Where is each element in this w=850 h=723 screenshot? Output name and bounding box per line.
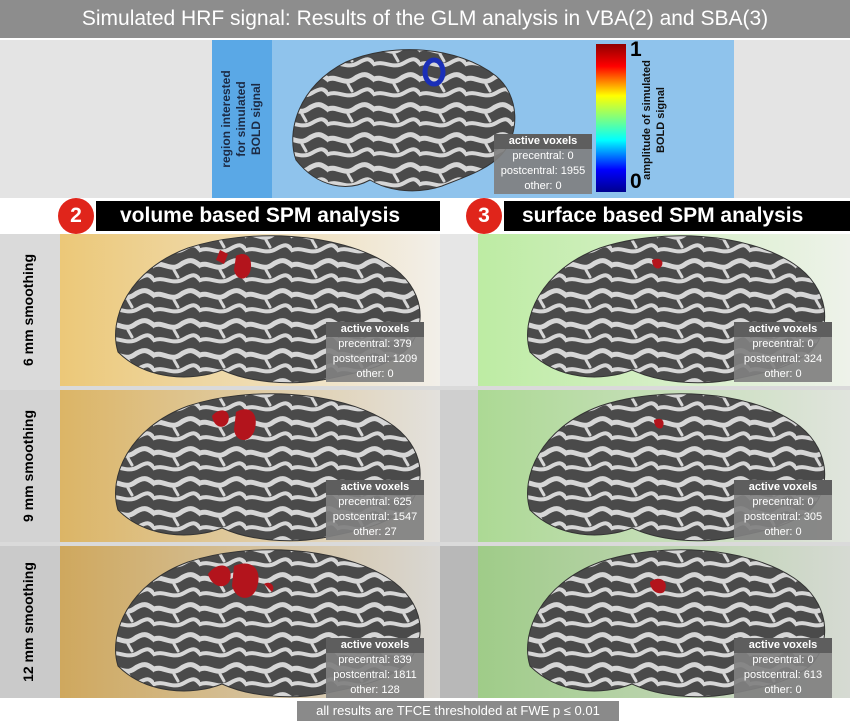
threshold-note: all results are TFCE thresholded at FWE … [297,701,619,721]
legend-other: other: 128 [350,684,400,696]
legend-precentral: precentral: 0 [752,338,814,350]
activation [208,565,231,587]
legend-other: other: 0 [764,684,802,696]
region-label-line: BOLD signal [249,83,263,156]
row-label-cell [0,546,60,698]
colorbar-label-line: amplitude of simulated [641,60,653,180]
activation [264,582,274,592]
region-label-box: region interested for simulated BOLD sig… [212,40,272,198]
legend-other: other: 0 [524,180,562,192]
row-label: 12 mm smoothing [20,562,36,682]
activation [212,410,229,427]
legend-header: active voxels [734,480,832,495]
legend-vba-row1: active voxels precentral: 379 postcentra… [326,322,424,382]
reference-brain [292,49,516,192]
legend-header: active voxels [734,638,832,653]
legend-vba-row2: active voxels precentral: 625 postcentra… [326,480,424,540]
legend-precentral: precentral: 379 [338,338,412,350]
legend-postcentral: postcentral: 1547 [332,511,418,523]
colorbar [596,44,626,192]
activation [234,409,256,441]
region-label-line: for simulated [234,81,248,157]
legend-precentral: precentral: 625 [338,496,412,508]
legend-postcentral: postcentral: 324 [743,353,823,365]
separator [440,234,478,386]
colorbar-min: 0 [630,170,642,193]
legend-header: active voxels [326,480,424,495]
sba-header: surface based SPM analysis [504,201,850,231]
legend-sba-row3: active voxels precentral: 0 postcentral:… [734,638,832,698]
activation [216,250,228,264]
row-label-cell [0,390,60,542]
legend-precentral: precentral: 0 [752,496,814,508]
legend-postcentral: postcentral: 1955 [500,165,586,177]
legend-postcentral: postcentral: 1209 [332,353,418,365]
activation [650,578,666,594]
legend-sba-row2: active voxels precentral: 0 postcentral:… [734,480,832,540]
legend-sba-row1: active voxels precentral: 0 postcentral:… [734,322,832,382]
activation [234,253,252,279]
legend-precentral: precentral: 0 [512,150,574,162]
legend-precentral: precentral: 0 [752,654,814,666]
legend-vba-row3: active voxels precentral: 839 postcentra… [326,638,424,698]
separator [440,390,478,542]
row-label-cell [0,234,60,386]
legend-other: other: 0 [764,368,802,380]
legend-other: other: 0 [764,526,802,538]
colorbar-label-line: BOLD signal [655,87,667,154]
activation [654,418,664,429]
legend-header: active voxels [326,322,424,337]
legend-reference: active voxels precentral: 0 postcentral:… [494,134,592,194]
legend-header: active voxels [326,638,424,653]
colorbar-max: 1 [630,38,642,61]
legend-other: other: 27 [353,526,397,538]
row-label: 6 mm smoothing [20,254,36,367]
separator [440,546,478,698]
figure-title: Simulated HRF signal: Results of the GLM… [0,0,850,38]
badge-3: 3 [466,198,502,234]
legend-precentral: precentral: 839 [338,654,412,666]
roi-marker [422,57,446,87]
activation [652,258,663,269]
vba-header: volume based SPM analysis [96,201,440,231]
row-label: 9 mm smoothing [20,410,36,523]
legend-postcentral: postcentral: 305 [743,511,823,523]
badge-2: 2 [58,198,94,234]
legend-other: other: 0 [356,368,394,380]
legend-postcentral: postcentral: 613 [743,669,823,681]
activation [232,563,259,598]
region-label-line: region interested [219,70,233,168]
legend-header: active voxels [734,322,832,337]
legend-header: active voxels [494,134,592,149]
legend-postcentral: postcentral: 1811 [333,669,417,681]
